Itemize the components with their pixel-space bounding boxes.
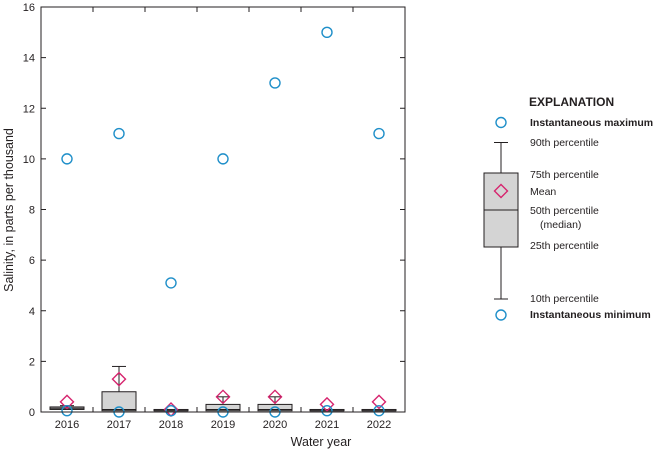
legend-median-label: 50th percentile	[530, 205, 599, 217]
x-tick-label: 2016	[55, 419, 79, 431]
x-axis-title: Water year	[291, 435, 352, 449]
mean-marker	[319, 396, 335, 412]
max-marker	[321, 26, 333, 39]
y-axis-title: Salinity, in parts per thousand	[2, 128, 16, 292]
y-tick-label: 10	[23, 154, 35, 166]
mean-marker	[59, 394, 75, 410]
mean-marker	[215, 389, 231, 405]
y-tick-label: 14	[23, 53, 35, 65]
y-tick-label: 12	[23, 103, 35, 115]
mean-marker	[111, 371, 127, 387]
min-marker	[373, 405, 385, 417]
legend-p90-label: 90th percentile	[530, 137, 599, 149]
x-tick-label: 2017	[107, 419, 131, 431]
x-tick-label: 2018	[159, 419, 183, 431]
min-marker	[321, 405, 333, 417]
y-tick-label: 2	[29, 356, 35, 368]
max-marker	[373, 127, 385, 140]
max-marker	[217, 153, 229, 165]
plot-frame	[40, 6, 406, 413]
x-tick-label: 2020	[263, 419, 287, 431]
max-marker	[61, 153, 73, 165]
legend-max-marker	[495, 116, 507, 129]
legend-p10-label: 10th percentile	[530, 293, 599, 305]
min-marker	[165, 405, 177, 417]
box-iqr	[101, 391, 137, 412]
y-tick-label: 4	[29, 306, 35, 318]
x-tick-label: 2022	[367, 419, 391, 431]
legend-min-label: Instantaneous minimum	[530, 309, 651, 321]
legend-median-sub-label: (median)	[540, 219, 581, 231]
mean-marker	[371, 394, 387, 410]
legend-p75-label: 75th percentile	[530, 169, 599, 181]
y-axis-ticks: 0 2 4 6 8 10 12 14 16	[23, 2, 405, 419]
mean-marker	[267, 389, 283, 405]
explanation-title: EXPLANATION	[529, 95, 614, 109]
y-tick-label: 6	[29, 255, 35, 267]
legend-max-label: Instantaneous maximum	[530, 117, 653, 129]
y-tick-label: 16	[23, 2, 35, 14]
legend-p25-label: 25th percentile	[530, 240, 599, 252]
x-axis-ticks: 2016 2017 2018 2019 2020 2021 2022	[40, 7, 406, 431]
legend-mean-marker	[493, 183, 509, 199]
max-marker	[113, 127, 125, 140]
explanation-legend: EXPLANATION Instantaneous maximum 90th p…	[483, 95, 653, 321]
legend-mean-label: Mean	[530, 186, 556, 198]
x-tick-label: 2019	[211, 419, 235, 431]
max-marker	[269, 77, 281, 89]
x-tick-label: 2021	[315, 419, 339, 431]
max-marker	[165, 277, 177, 289]
y-tick-label: 0	[29, 407, 35, 419]
legend-min-marker	[495, 309, 507, 321]
y-tick-label: 8	[29, 205, 35, 217]
min-marker	[61, 405, 73, 417]
plot-marks	[49, 26, 397, 418]
